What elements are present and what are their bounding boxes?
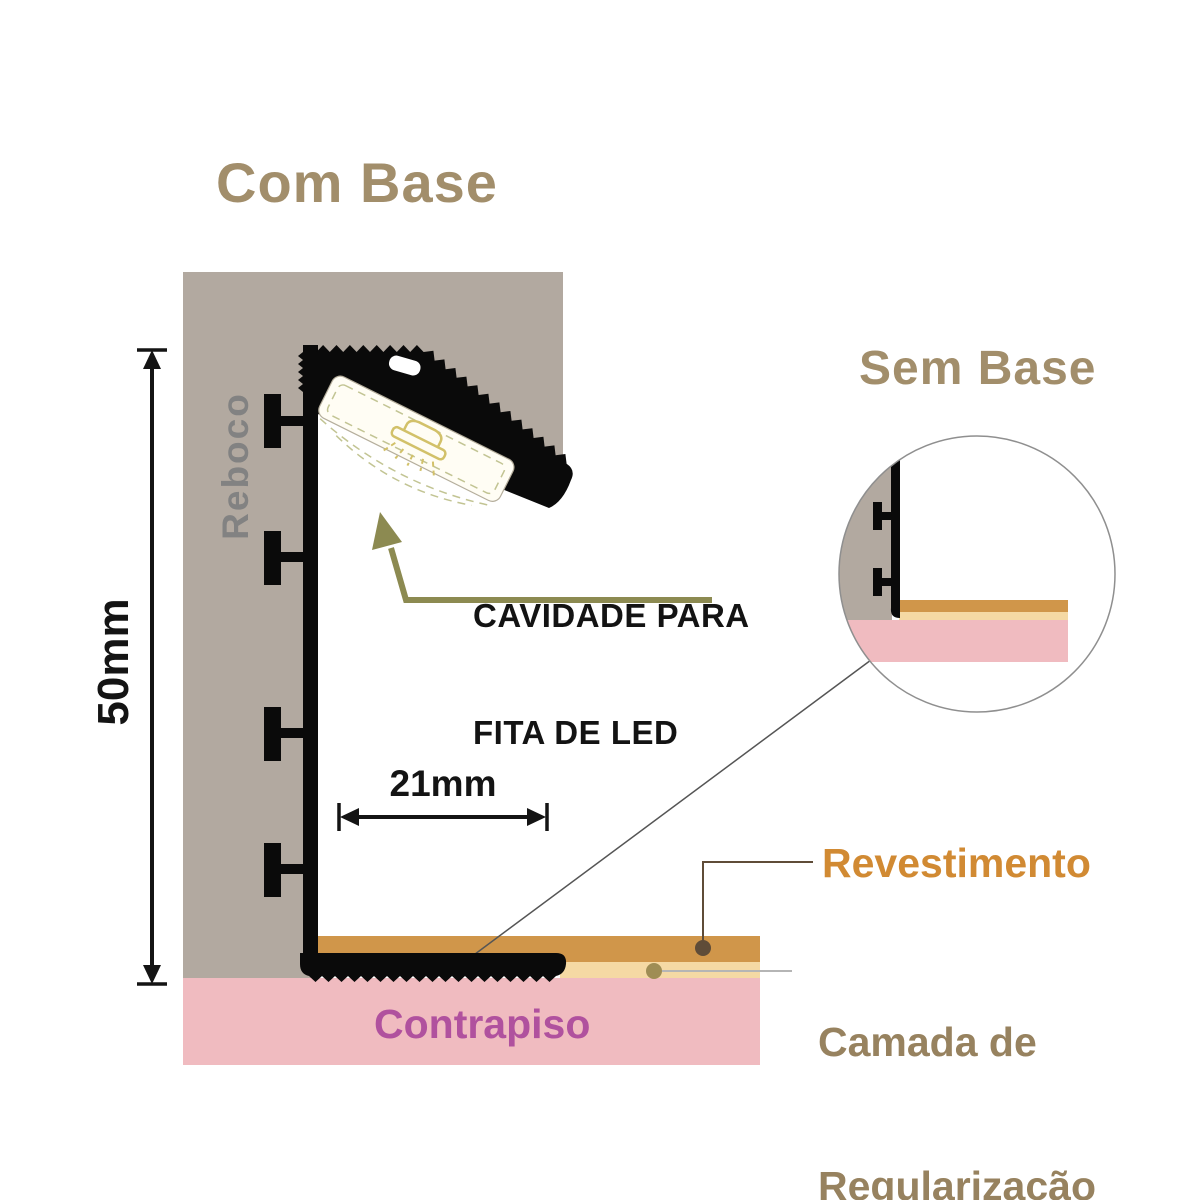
camada-label: Camada de Regularização <box>818 922 1096 1200</box>
com-base-title: Com Base <box>216 151 498 214</box>
detail-profile-bar <box>890 458 900 618</box>
detail-wall <box>839 436 892 620</box>
detail-revestimento <box>899 600 1068 612</box>
cavity-label-line2: FITA DE LED <box>473 714 679 751</box>
detail-circle-outline <box>838 435 1116 713</box>
profile-vertical-bar <box>303 345 318 957</box>
contrapiso-label: Contrapiso <box>374 1001 591 1047</box>
detail-contrapiso <box>839 620 1068 662</box>
detail-regularizacao <box>899 612 1068 620</box>
profile-head-notch <box>388 355 421 376</box>
detail-anchors <box>873 502 891 596</box>
wall-plaster-area <box>183 272 563 978</box>
profile-wall-anchors <box>264 394 303 897</box>
dimension-21mm <box>337 803 549 831</box>
cavity-arrow-icon <box>372 512 712 603</box>
revestimento-callout <box>695 861 813 956</box>
revestimento-label: Revestimento <box>822 840 1091 886</box>
led-channel <box>318 375 515 507</box>
cavity-label: CAVIDADE PARA FITA DE LED <box>473 518 750 830</box>
cavity-label-line1: CAVIDADE PARA <box>473 597 750 634</box>
detail-callout-line <box>458 659 872 967</box>
profile-bar-serration <box>298 352 303 392</box>
sem-base-title: Sem Base <box>859 342 1097 395</box>
contrapiso-layer <box>183 978 760 1065</box>
regularizacao-callout <box>646 963 792 979</box>
dimension-50mm-label: 50mm <box>89 598 138 726</box>
wall-reboco-label: Reboco <box>215 392 256 540</box>
led-lamp-icon <box>383 419 447 476</box>
dimension-50mm <box>137 348 167 986</box>
profile-base-flange <box>300 953 567 982</box>
camada-label-line2: Regularização <box>818 1163 1096 1200</box>
detail-circle-content <box>839 436 1068 662</box>
camada-label-line1: Camada de <box>818 1019 1037 1065</box>
dimension-21mm-label: 21mm <box>389 763 497 804</box>
